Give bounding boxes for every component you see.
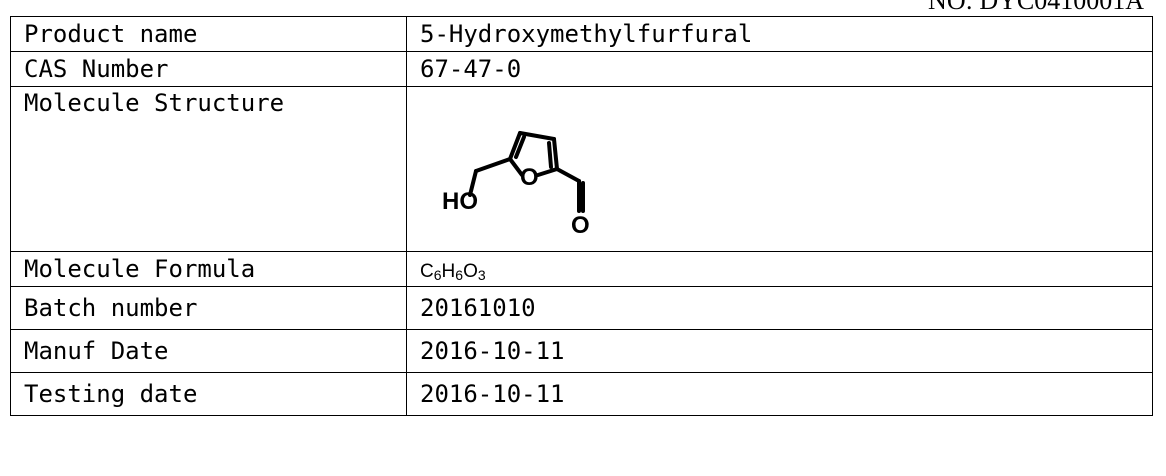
table-row: Molecule Formula C6H6O3	[10, 251, 1153, 287]
atom-label-carbonyl-oxygen: O	[571, 212, 590, 239]
table-row: Batch number 20161010	[10, 286, 1153, 330]
batch-number-label: Batch number	[10, 286, 407, 330]
cas-number-label: CAS Number	[10, 51, 407, 87]
molecule-structure-label: Molecule Structure	[10, 86, 407, 252]
atom-label-ring-oxygen: O	[520, 164, 539, 191]
batch-number-value: 20161010	[406, 286, 1153, 330]
formula-carbon: C	[420, 261, 434, 282]
table-row: Testing date 2016-10-11	[10, 372, 1153, 416]
molecule-formula-label: Molecule Formula	[10, 251, 407, 287]
table-row: CAS Number 67-47-0	[10, 51, 1153, 87]
formula-carbon-count: 6	[433, 267, 442, 283]
manuf-date-label: Manuf Date	[10, 329, 407, 373]
atom-label-hydroxyl: HO	[442, 188, 478, 215]
testing-date-value: 2016-10-11	[406, 372, 1153, 416]
product-name-label: Product name	[10, 16, 407, 52]
molecule-formula-value: C6H6O3	[406, 251, 1153, 287]
testing-date-label: Testing date	[10, 372, 407, 416]
formula-hydrogen-count: 6	[455, 267, 464, 283]
product-name-value: 5-Hydroxymethylfurfural	[406, 16, 1153, 52]
document-number: NO: DYC0410001A	[928, 0, 1144, 15]
table-row: Product name 5-Hydroxymethylfurfural	[10, 16, 1153, 52]
formula-hydrogen: H	[441, 261, 456, 282]
table-row: Molecule Structure	[10, 86, 1153, 252]
cas-number-value: 67-47-0	[406, 51, 1153, 87]
manuf-date-value: 2016-10-11	[406, 329, 1153, 373]
table-row: Manuf Date 2016-10-11	[10, 329, 1153, 373]
product-spec-table: Product name 5-Hydroxymethylfurfural CAS…	[10, 16, 1153, 416]
formula-oxygen-count: 3	[477, 267, 486, 283]
formula-text: C6H6O3	[420, 261, 486, 283]
formula-oxygen: O	[463, 261, 478, 282]
molecule-structure-image: HO O O	[442, 131, 590, 239]
molecule-structure-cell: HO O O	[406, 86, 1153, 252]
